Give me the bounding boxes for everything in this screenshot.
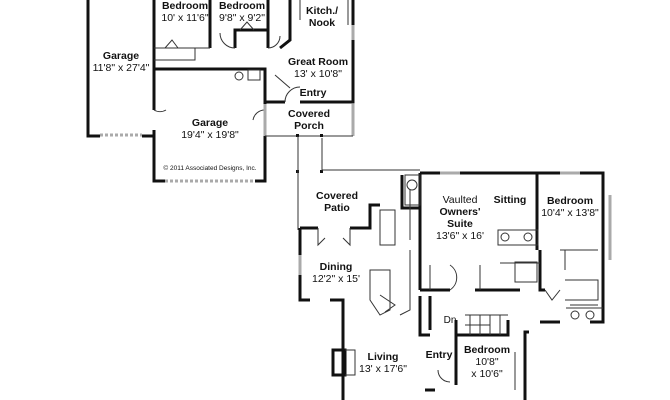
room-label-sitting: Sitting <box>493 194 527 206</box>
room-label-entry-lower: Entry <box>425 349 453 361</box>
lower-unit-walls <box>298 171 612 400</box>
room-label-entry-upper: Entry <box>299 87 327 99</box>
stair-down-label: Dn <box>443 315 457 326</box>
room-label-kitchen-nook: Kitch./Nook <box>305 5 339 29</box>
upper-unit-walls <box>86 0 420 230</box>
copyright-notice: © 2011 Associated Designs, Inc. <box>163 165 257 172</box>
